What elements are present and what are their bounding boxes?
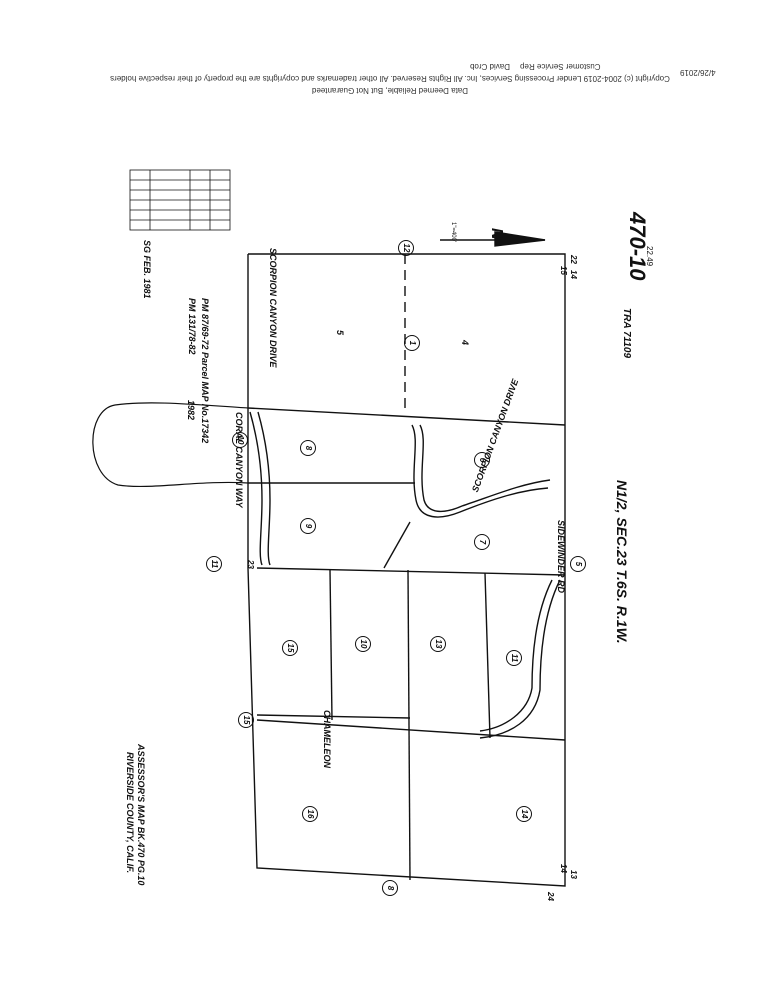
parcel-number: 4 [460, 340, 470, 346]
corner-number: 13 [569, 870, 578, 879]
tra-label: TRA 71109 [621, 308, 632, 359]
circled-ref: 15 [238, 712, 254, 728]
corner-number: 14 [559, 864, 568, 873]
circled-ref: 12 [398, 240, 414, 256]
parcel-number: 7 [474, 534, 490, 550]
north-scale: 1"=400' [450, 222, 456, 243]
circled-ref: 8 [382, 880, 398, 896]
corner-number: 23 [246, 560, 255, 569]
pm-label-1: PM 87/69-72 Parcel MAP No.17342 [200, 298, 210, 444]
parcel-number: 1 [404, 335, 420, 351]
county-label: RIVERSIDE COUNTY, CALIF. [125, 752, 135, 874]
corner-number: 15 [559, 266, 568, 275]
street-chameleon: CHAMELEON [322, 710, 332, 768]
corner-number: 22 [569, 255, 578, 264]
pm-date: 1982 [186, 400, 196, 421]
parcel-number: 15 [282, 640, 298, 656]
section-label: N1/2, SEC.23 T.6S. R.1W. [614, 480, 630, 644]
pm-label-2: PM 131/78-82 [187, 298, 197, 355]
north-letter: N [488, 228, 505, 240]
parcel-number: 9 [300, 518, 316, 534]
corner-number: 14 [569, 270, 578, 279]
circled-ref: 11 [206, 556, 222, 572]
street-coral-canyon: CORAL CANYON WAY [234, 412, 244, 508]
parcel-number: 14 [516, 806, 532, 822]
parcel-number: 13 [430, 636, 446, 652]
street-scorpion-canyon-drive: SCORPION CANYON DRIVE [268, 248, 278, 368]
book-page-sup: 22.49 [645, 246, 654, 267]
street-sidewinder: SIDEWINDER RD [556, 520, 566, 594]
parcel-number: 16 [302, 806, 318, 822]
parcel-number: 5 [335, 330, 345, 336]
parcel-number: 6 [474, 452, 490, 468]
circled-ref: 5 [570, 556, 586, 572]
parcel-number: 11 [506, 650, 522, 666]
corner-number: 24 [546, 892, 555, 901]
parcel-number: 10 [355, 636, 371, 652]
assessor-label: ASSESSOR'S MAP BK.470 PG.10 [136, 744, 146, 886]
circled-ref: 10 [232, 432, 248, 448]
parcel-number: 8 [300, 440, 316, 456]
date-note: SG FEB. 1981 [142, 240, 152, 299]
